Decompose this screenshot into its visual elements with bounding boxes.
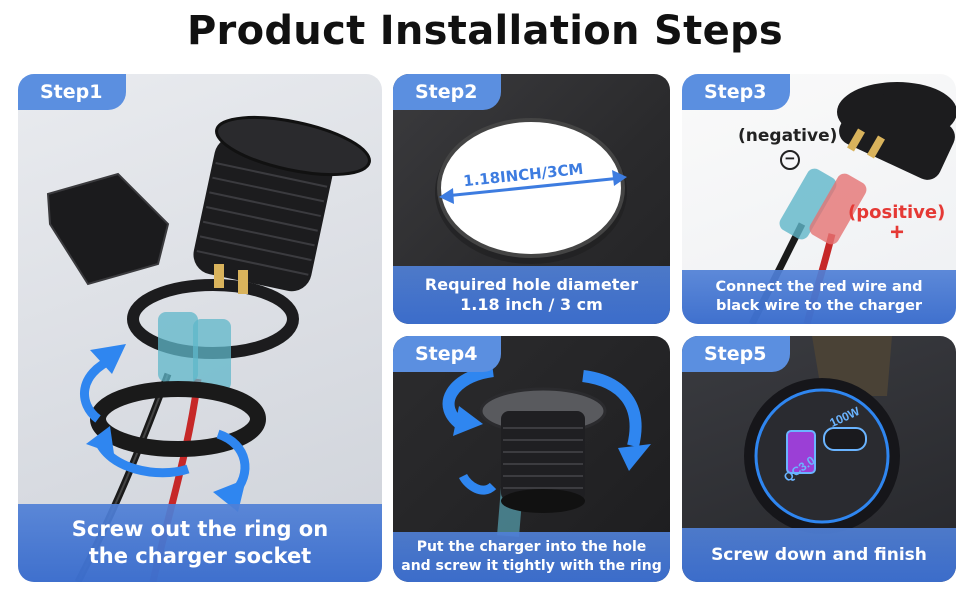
step5-caption: Screw down and finish bbox=[682, 528, 956, 582]
step3-caption-line1: Connect the red wire and bbox=[715, 279, 923, 295]
step3-badge: Step3 bbox=[682, 74, 791, 110]
step4-badge: Step4 bbox=[393, 336, 502, 372]
step3-illustration bbox=[748, 82, 956, 324]
step1-caption: Screw out the ring on the charger socket bbox=[18, 504, 382, 582]
step5-panel: Step5 100W QC3.0 Screw down and finish bbox=[682, 336, 956, 582]
step1-caption-line2: the charger socket bbox=[88, 544, 312, 568]
step3-caption: Connect the red wire and black wire to t… bbox=[682, 270, 956, 324]
step1-illustration bbox=[46, 115, 371, 582]
step4-panel: Step4 Put the charger into the hole and … bbox=[393, 336, 670, 582]
step1-panel: Step1 Screw bbox=[18, 74, 382, 582]
step4-caption-line1: Put the charger into the hole bbox=[416, 539, 647, 555]
step4-caption-line2: and screw it tightly with the ring bbox=[401, 558, 662, 574]
step2-caption: Required hole diameter 1.18 inch / 3 cm bbox=[393, 266, 670, 324]
step2-badge: Step2 bbox=[393, 74, 502, 110]
step2-caption-line1: Required hole diameter bbox=[424, 275, 639, 294]
step1-caption-line1: Screw out the ring on bbox=[71, 517, 329, 541]
step5-illustration bbox=[744, 336, 900, 534]
negative-symbol-icon: − bbox=[780, 150, 800, 170]
step4-caption: Put the charger into the hole and screw … bbox=[393, 532, 670, 582]
positive-symbol-icon: + bbox=[889, 219, 904, 246]
step2-panel: Step2 1.18INCH/3CM Required hole diamete… bbox=[393, 74, 670, 324]
step5-caption-line1: Screw down and finish bbox=[711, 545, 927, 565]
step3-caption-line2: black wire to the charger bbox=[715, 298, 923, 314]
negative-label: (negative) bbox=[738, 126, 838, 146]
page-title: Product Installation Steps bbox=[186, 8, 784, 54]
step1-badge: Step1 bbox=[18, 74, 127, 110]
step4-illustration bbox=[442, 365, 651, 537]
step5-badge: Step5 bbox=[682, 336, 791, 372]
positive-label: (positive) bbox=[848, 202, 946, 223]
step3-panel: Step3 (negative) − (positive) + Connect … bbox=[682, 74, 956, 324]
step2-illustration bbox=[435, 118, 627, 264]
step2-caption-line2: 1.18 inch / 3 cm bbox=[460, 295, 603, 314]
